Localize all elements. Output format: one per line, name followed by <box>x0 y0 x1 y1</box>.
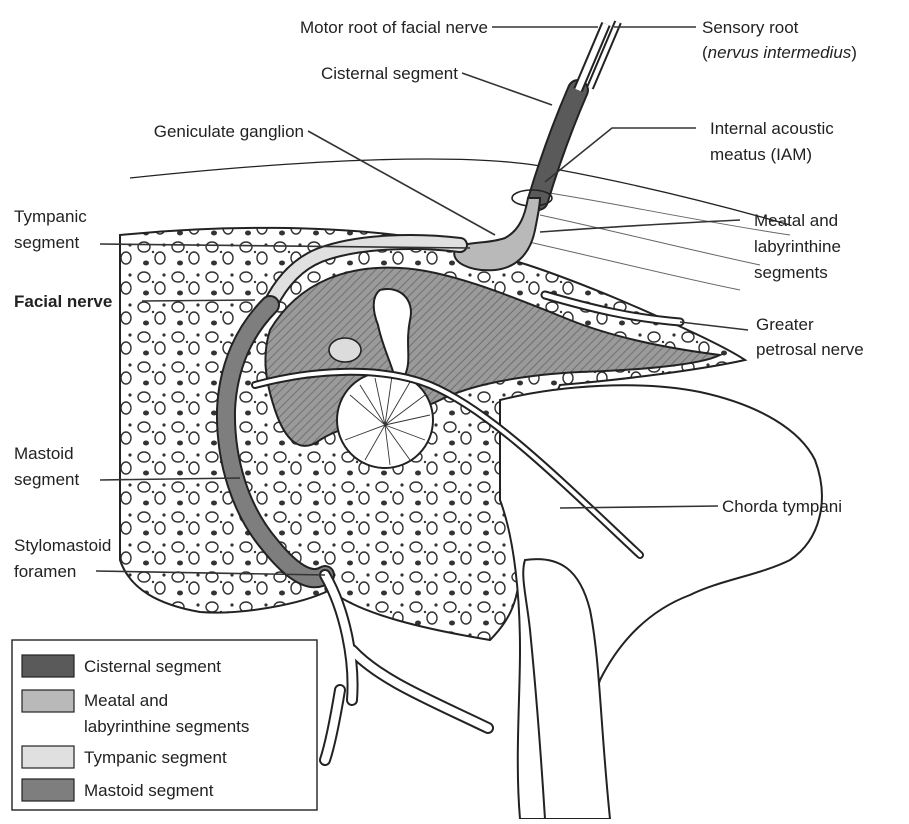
legend-label-meatal-line2: labyrinthine segments <box>84 717 249 736</box>
label-nervus-intermedius-italic: nervus intermedius <box>708 43 852 62</box>
label-meatal-line1: Meatal and <box>754 211 838 230</box>
legend-swatch-cisternal <box>22 655 74 677</box>
dura-fibers <box>520 190 790 290</box>
label-tympanic-line1: Tympanic <box>14 207 87 226</box>
label-sensory-root: Sensory root <box>702 18 799 37</box>
legend-label-tympanic: Tympanic segment <box>84 748 227 767</box>
label-mastoid-line2: segment <box>14 470 79 489</box>
label-iam-line1: Internal acoustic <box>710 119 834 138</box>
label-geniculate-ganglion: Geniculate ganglion <box>154 122 304 141</box>
label-stylomastoid-line2: foramen <box>14 562 76 581</box>
legend-label-meatal-line1: Meatal and <box>84 691 168 710</box>
label-stylomastoid-line1: Stylomastoid <box>14 536 111 555</box>
label-nervus-intermedius: (nervus intermedius) <box>702 43 857 62</box>
legend-swatch-mastoid <box>22 779 74 801</box>
label-meatal-line2: labyrinthine <box>754 237 841 256</box>
label-mastoid-line1: Mastoid <box>14 444 74 463</box>
legend-swatch-meatal <box>22 690 74 712</box>
meatal-labyrinthine-segment <box>454 198 540 270</box>
label-greater-petrosal-line1: Greater <box>756 315 814 334</box>
label-motor-root: Motor root of facial nerve <box>300 18 488 37</box>
label-meatal-line3: segments <box>754 263 828 282</box>
label-tympanic-line2: segment <box>14 233 79 252</box>
tympanic-membrane <box>337 372 433 468</box>
legend-label-cisternal: Cisternal segment <box>84 657 221 676</box>
legend: Cisternal segment Meatal and labyrinthin… <box>12 640 317 810</box>
label-iam-line2: meatus (IAM) <box>710 145 812 164</box>
legend-swatch-tympanic <box>22 746 74 768</box>
label-cisternal-segment: Cisternal segment <box>321 64 458 83</box>
label-chorda-tympani: Chorda tympani <box>722 497 842 516</box>
label-greater-petrosal-line2: petrosal nerve <box>756 340 864 359</box>
cisternal-segment-fill <box>538 90 578 200</box>
legend-label-mastoid: Mastoid segment <box>84 781 214 800</box>
label-facial-nerve: Facial nerve <box>14 292 112 311</box>
